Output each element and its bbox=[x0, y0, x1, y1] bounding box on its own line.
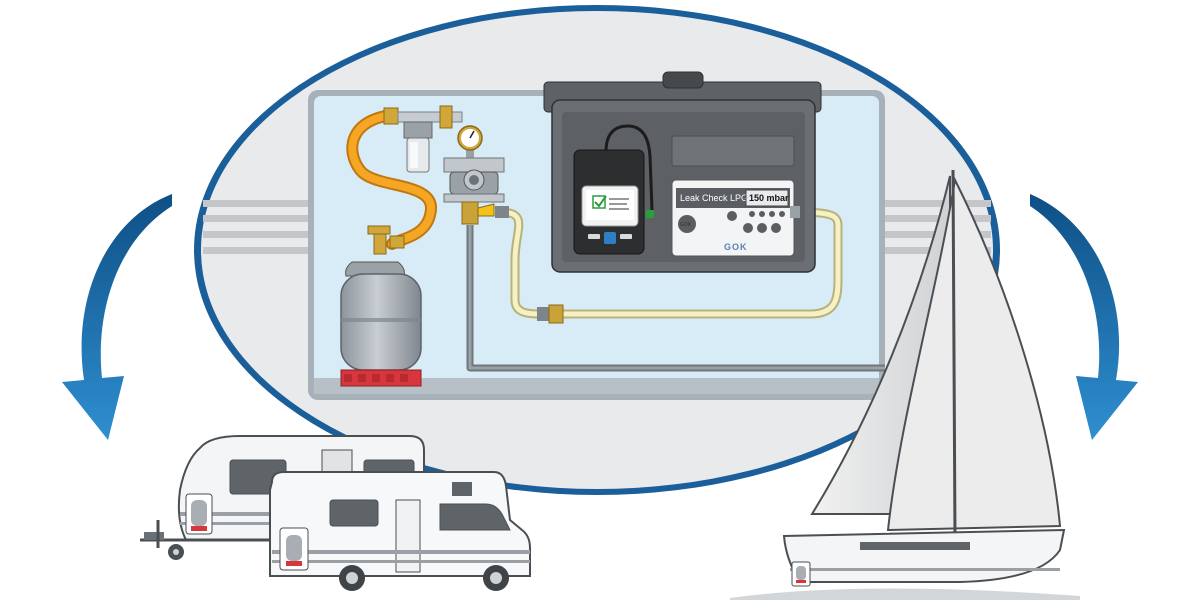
boat-cylinder-icon bbox=[791, 561, 811, 587]
device-model-label: Leak Check LPG PRO bbox=[680, 193, 770, 203]
caravan-cylinder-icon bbox=[185, 493, 213, 535]
orange-hose bbox=[346, 109, 437, 250]
pressure-gauge bbox=[457, 125, 483, 160]
handheld-meter bbox=[573, 149, 654, 255]
hose-coupling bbox=[495, 206, 564, 324]
motorhome-illustration bbox=[269, 471, 531, 591]
gas-cylinder bbox=[340, 225, 422, 387]
device-brand: GOK bbox=[724, 242, 748, 252]
pressure-readout: 150 mbar bbox=[749, 193, 789, 203]
motorhome-cylinder-icon bbox=[279, 527, 309, 571]
gas-regulator bbox=[443, 157, 505, 225]
curved-arrow-right-icon bbox=[1030, 194, 1138, 440]
sailboat-illustration bbox=[730, 169, 1080, 600]
ellipse-stripes-left bbox=[203, 200, 313, 254]
gas-filter bbox=[383, 105, 463, 173]
curved-arrow-left-icon bbox=[62, 194, 172, 440]
svg-text:GOK: GOK bbox=[680, 222, 692, 228]
leak-check-unit: Leak Check LPG PRO 150 mbar GOK GOK bbox=[671, 179, 800, 257]
